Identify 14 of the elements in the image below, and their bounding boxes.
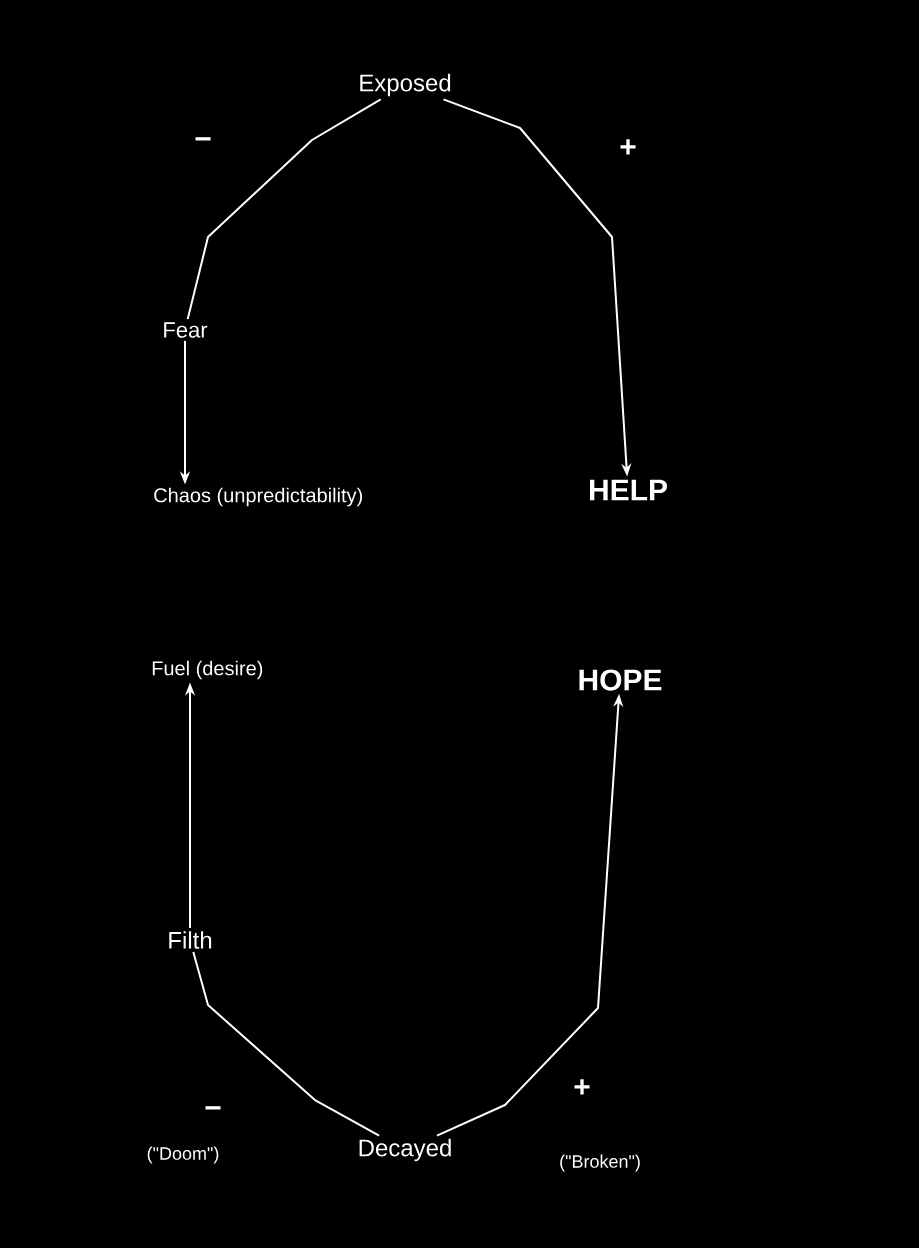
word-label: Filth [169, 931, 212, 949]
sign-symbol: + [620, 139, 636, 155]
sign-symbol: + [574, 1079, 590, 1095]
word-label: Fuel (desire) [152, 660, 263, 680]
word-label: Fear [164, 322, 208, 338]
word-label: Chaos (unpredictability) [154, 487, 362, 507]
word-label: HOPE [579, 669, 662, 691]
word-label: Exposed [360, 73, 451, 97]
word-label: Decayed [359, 1138, 451, 1162]
sign-symbol: − [195, 137, 211, 141]
word-label: HELP [590, 479, 667, 501]
word-label: ("Broken") [560, 1154, 640, 1172]
word-label: ("Doom") [147, 1146, 219, 1164]
sign-symbol: − [205, 1106, 221, 1110]
